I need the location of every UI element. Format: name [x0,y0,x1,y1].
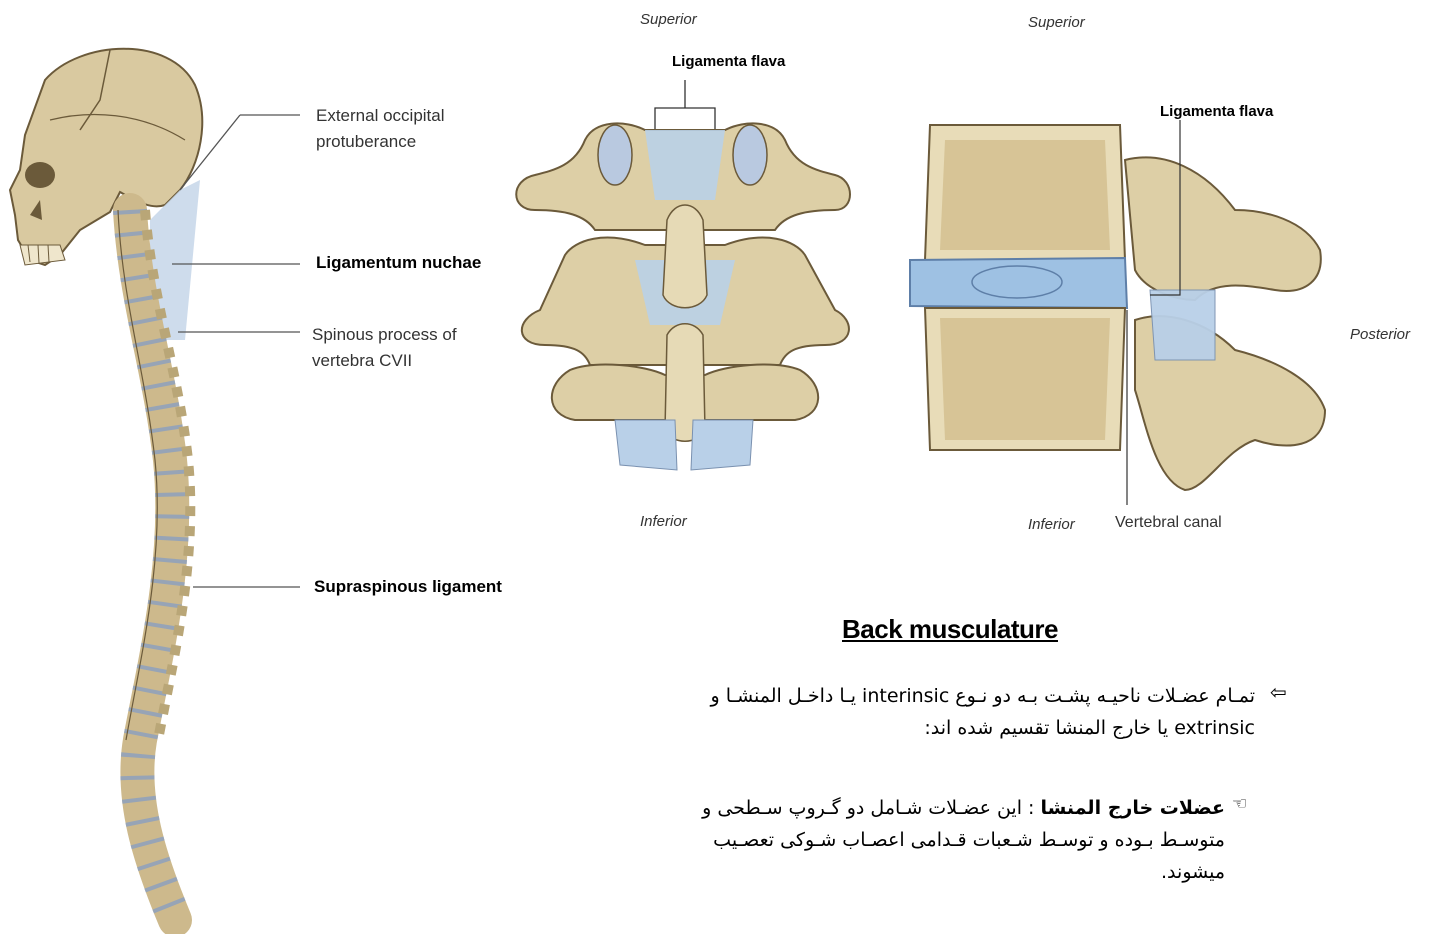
paragraph-2-rest: : این عضـلات شـامل دو گـروپ سـطحی و [702,797,1040,819]
posterior-label: Posterior [1350,326,1410,343]
middle-ligamenta-label: Ligamenta flava [672,53,785,70]
paragraph-2-line-2: متوسـط بـوده و توسـط شـعبات قـدامی اعصـا… [660,824,1225,856]
lateral-vertebrae-illustration [905,120,1345,520]
right-inferior-label: Inferior [1028,516,1075,533]
occipital-label-2: protuberance [316,131,416,153]
spinous-label-1: Spinous process of [312,324,457,346]
pointing-hand-icon: ☜ [1232,794,1247,814]
section-heading: Back musculature [842,614,1058,645]
supraspinous-label: Supraspinous ligament [314,576,502,598]
occipital-label-1: External occipital [316,105,445,127]
paragraph-2-line-1: عضلات خارج المنشا : این عضـلات شـامل دو … [660,792,1225,824]
middle-inferior-label: Inferior [640,513,687,530]
paragraph-2-line-3: میشوند. [660,856,1225,888]
right-superior-label: Superior [1028,14,1085,31]
middle-superior-label: Superior [640,11,697,28]
right-ligamenta-label: Ligamenta flava [1160,103,1273,120]
posterior-vertebrae-illustration [495,80,865,475]
skull-spine-illustration [0,40,300,934]
hollow-arrow-icon: ⇦ [1270,680,1287,704]
paragraph-2-bold: عضلات خارج المنشا [1040,797,1225,819]
vertebral-canal-label: Vertebral canal [1115,512,1222,534]
spinous-label-2: vertebra CVII [312,350,412,372]
paragraph-1-line-2: extrinsic یا خارج المنشا تقسیم شده اند: [555,712,1255,744]
nuchae-label: Ligamentum nuchae [316,252,481,274]
paragraph-1-line-1: تمـام عضـلات ناحیـه پشـت بـه دو نـوع int… [555,680,1255,712]
